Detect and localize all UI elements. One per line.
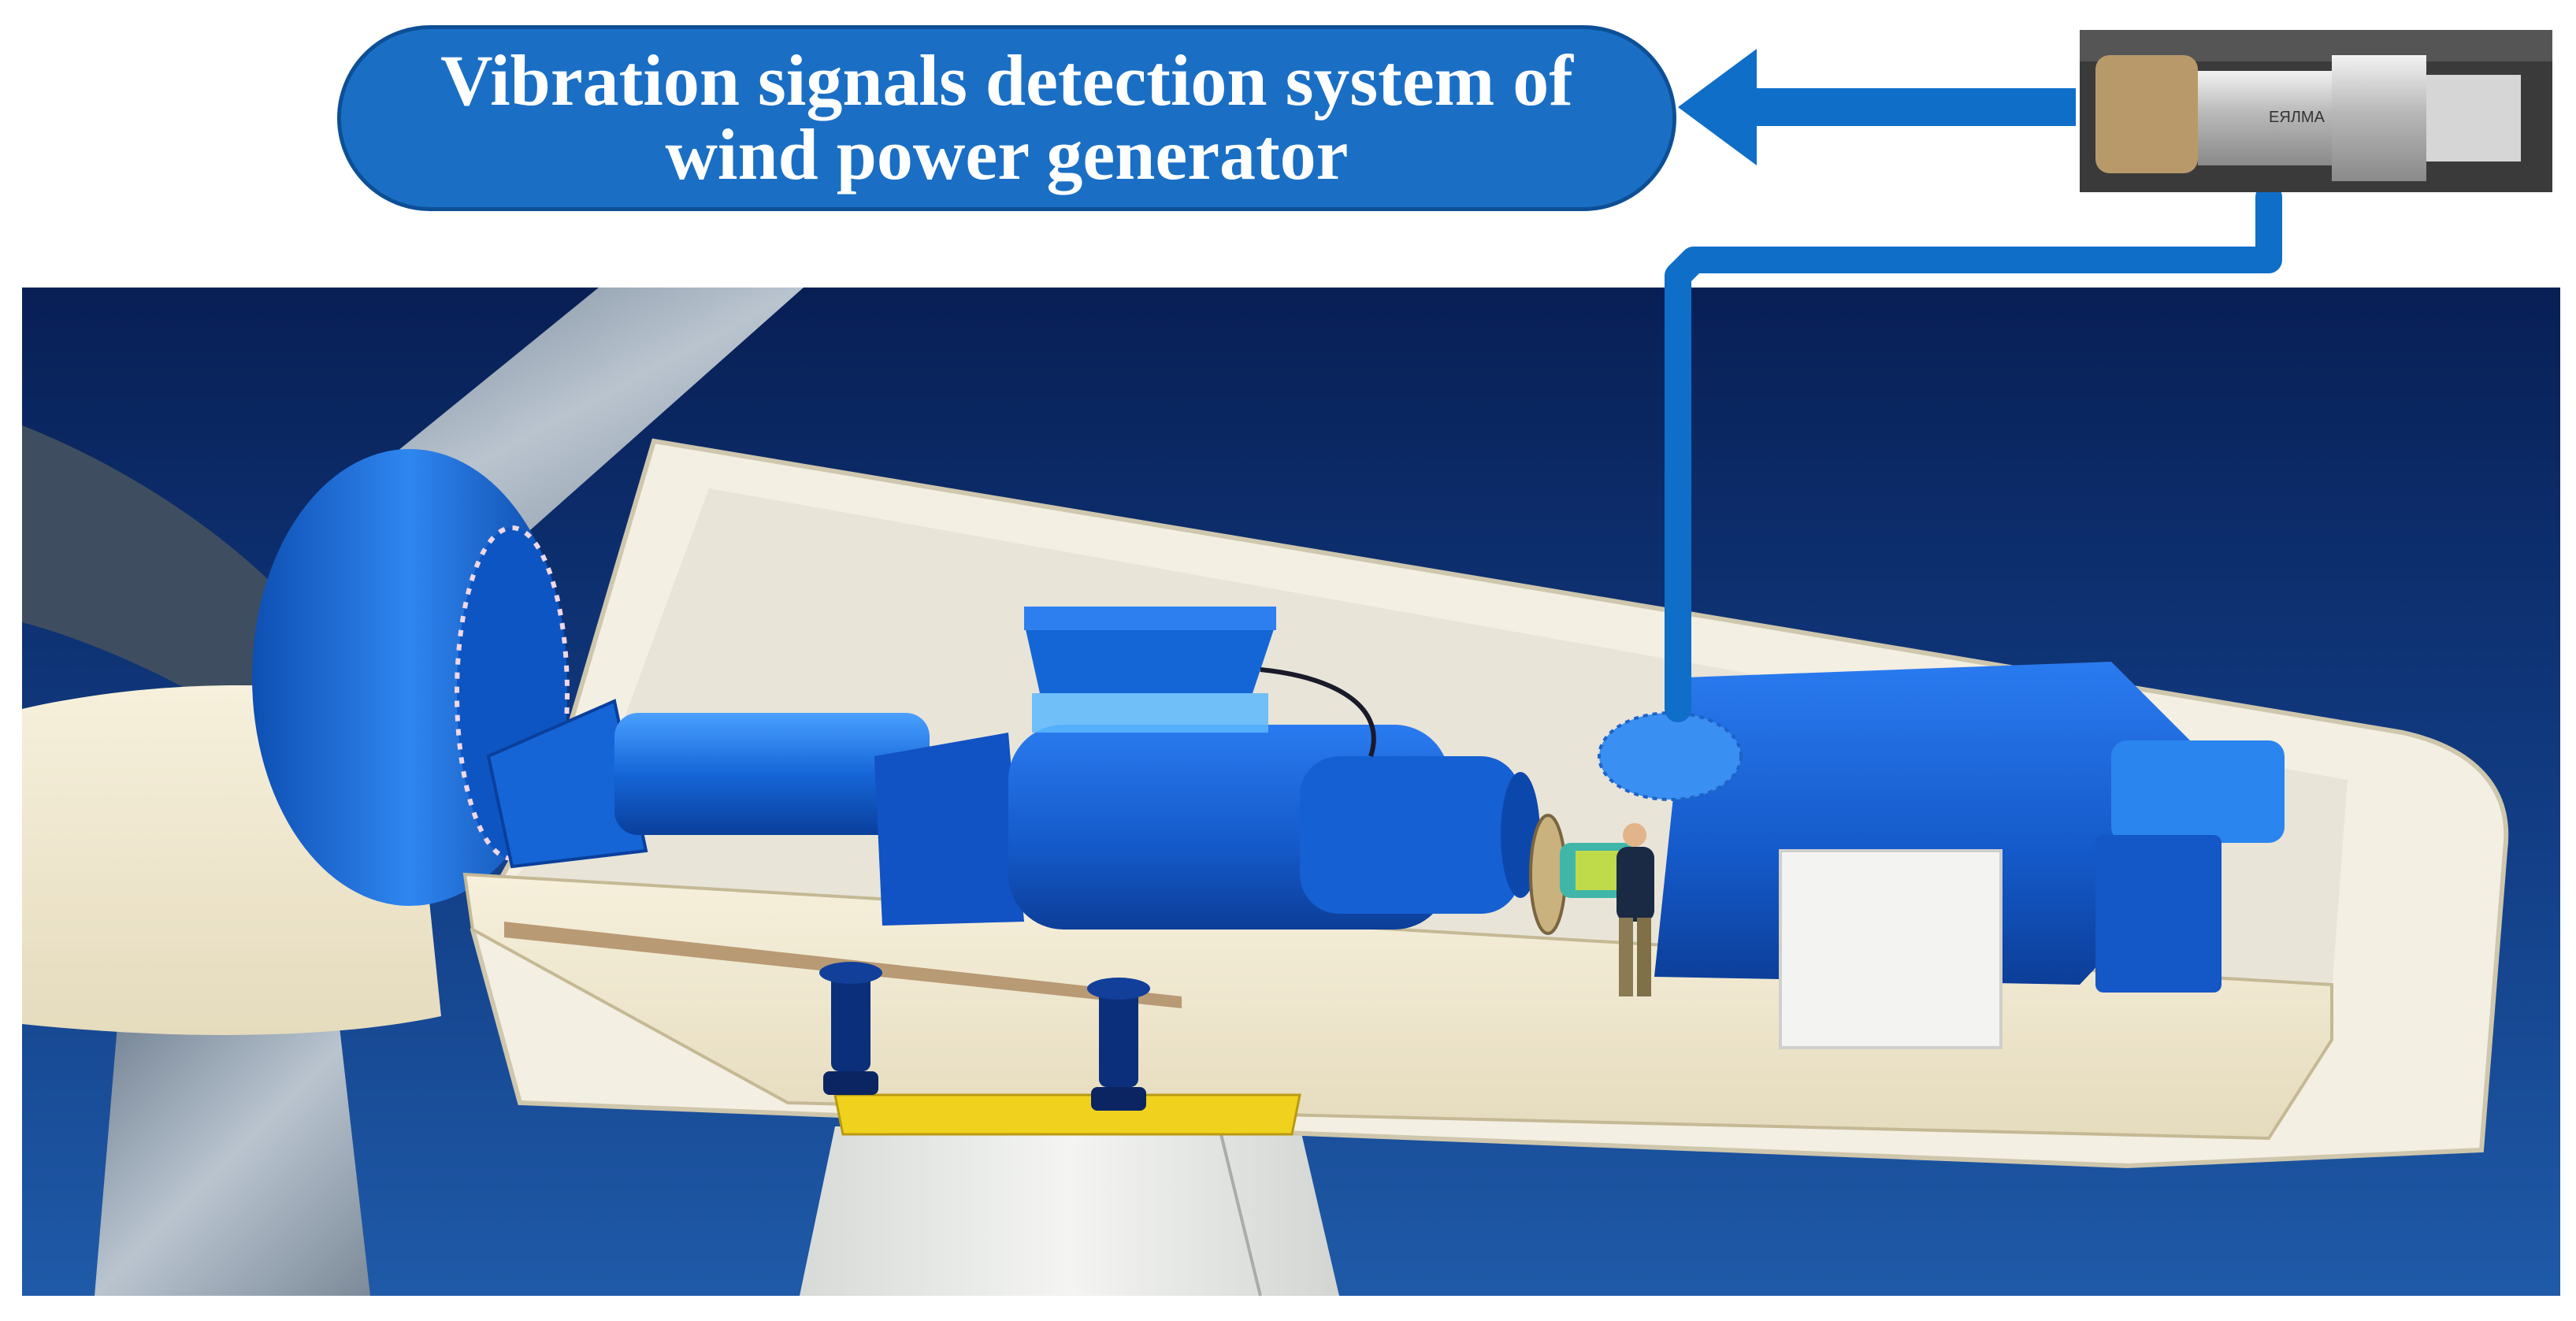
gearbox xyxy=(874,725,1540,930)
yaw-drive-right xyxy=(1087,978,1150,1111)
sensor-cable xyxy=(1665,184,2282,722)
base-frame xyxy=(462,872,2333,1141)
system-title: Vibration signals detection system of wi… xyxy=(337,25,1676,211)
blade-lower xyxy=(95,1016,370,1296)
title-line-1: Vibration signals detection system of xyxy=(440,40,1573,121)
person-figure xyxy=(1616,823,1654,996)
converter-cabinet xyxy=(1779,849,2003,1049)
yaw-drive-left xyxy=(819,962,882,1095)
left-arrow-icon xyxy=(1678,49,2076,165)
yaw-bearing xyxy=(833,1093,1301,1136)
main-bearing xyxy=(486,699,648,869)
vibration-sensor-icon: ЕЯЛМА xyxy=(2080,30,2552,192)
blade-left xyxy=(22,425,315,756)
sensor-brand-label: ЕЯЛМА xyxy=(2269,109,2325,126)
tower xyxy=(800,1126,1339,1296)
main-shaft xyxy=(614,713,930,835)
coupling xyxy=(1529,814,1635,935)
title-line-2: wind power generator xyxy=(665,114,1349,195)
cooler-hose xyxy=(1260,667,1376,757)
tower-seam xyxy=(1219,1134,1262,1297)
gearbox-cooler xyxy=(1024,607,1276,733)
